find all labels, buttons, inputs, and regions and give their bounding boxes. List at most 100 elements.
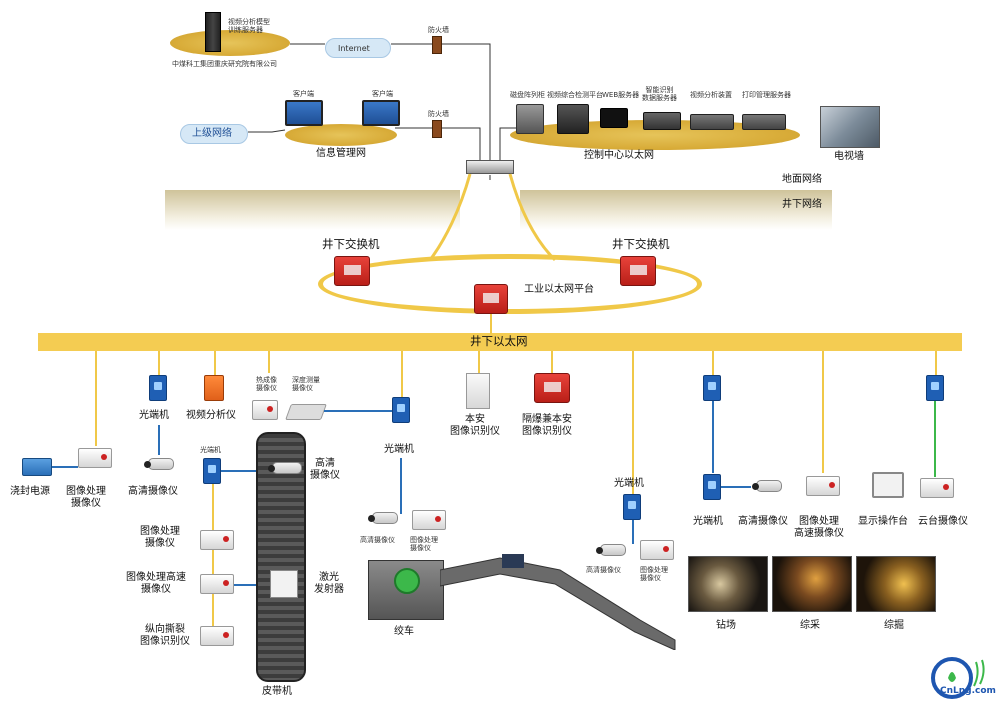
- belt-label: 皮带机: [262, 686, 292, 697]
- drill-site-image: [688, 556, 768, 612]
- bus-drop: [551, 351, 553, 373]
- firewall-icon: [432, 120, 442, 138]
- img-proc-hs2-label: 图像处理 高速摄像仪: [794, 516, 844, 539]
- ground-network-band: [165, 190, 460, 230]
- depth-label: 深度测量 摄像仪: [292, 376, 320, 393]
- power-label: 浇封电源: [10, 486, 50, 497]
- safe-recognizer-label: 本安 图像识别仪: [450, 414, 500, 437]
- blue-link: [632, 520, 634, 544]
- optic3-label: 光端机: [614, 478, 644, 489]
- mining-site-image: [772, 556, 852, 612]
- ring-to-bus-link: [490, 314, 492, 334]
- green-link: [934, 401, 936, 477]
- switch-right-icon: [620, 256, 656, 286]
- internet-cloud-icon: [325, 38, 391, 58]
- hd-camera-icon: [144, 458, 174, 470]
- server-label: 视频分析装置: [690, 91, 732, 99]
- bus-drop: [822, 351, 824, 473]
- video-analyzer-icon: [204, 375, 224, 401]
- bus-drop: [632, 351, 634, 495]
- optical-transceiver-icon: [926, 375, 944, 401]
- bus-drop: [401, 351, 403, 397]
- hd-cam3-label: 高清摄像仪: [360, 536, 395, 544]
- client-label-1: 客户端: [293, 90, 314, 98]
- tv-wall-label: 电视墙: [834, 151, 864, 162]
- hd-cam1-label: 高清摄像仪: [128, 486, 178, 497]
- tear-recognizer-label: 纵向撕裂 图像识别仪: [140, 624, 190, 647]
- firewall-label-1: 防火墙: [428, 26, 449, 34]
- monitor-icon: [285, 100, 323, 126]
- optical-transceiver-icon: [203, 458, 221, 484]
- optical-transceiver-icon: [149, 375, 167, 401]
- logo-text: CnLng.com: [940, 686, 996, 696]
- info-network-ellipse: [285, 124, 397, 146]
- client-label-2: 客户端: [372, 90, 393, 98]
- optical-transceiver-icon: [703, 474, 721, 500]
- switch-right-label: 井下交换机: [612, 237, 670, 251]
- info-network-label: 信息管理网: [316, 148, 366, 159]
- monitor-icon: [362, 100, 400, 126]
- bus-drop: [158, 351, 160, 375]
- ring-network: [318, 254, 702, 314]
- blue-link: [52, 466, 78, 468]
- hd-camera-icon: [596, 544, 626, 556]
- winch-drum-icon: [394, 568, 420, 594]
- image-processing-camera-icon: [78, 448, 112, 468]
- analysis-server-label: 视频分析模型 训练服务器: [228, 18, 270, 35]
- image-processing-camera-icon: [200, 530, 234, 550]
- bus-label: 井下以太网: [470, 334, 528, 348]
- upper-network-label: 上级网络: [192, 128, 232, 139]
- web-server-icon: [600, 108, 628, 128]
- site-mining-label: 综采: [800, 620, 820, 631]
- print-server-icon: [742, 114, 786, 130]
- bus-drop: [478, 351, 480, 373]
- safe-recognizer-icon: [466, 373, 490, 409]
- explosion-recognizer-label: 隔爆兼本安 图像识别仪: [522, 414, 572, 437]
- explosion-proof-recognizer-icon: [534, 373, 570, 403]
- underground-network-band: [520, 190, 832, 230]
- thermal-label: 热成像 摄像仪: [256, 376, 277, 393]
- optical-transceiver-icon: [623, 494, 641, 520]
- bus-drop: [712, 351, 714, 375]
- bus-drop: [95, 351, 97, 446]
- optic2-label: 光端机: [384, 444, 414, 455]
- underground-network-label: 井下网络: [782, 199, 822, 210]
- display-label: 显示操作台: [858, 516, 908, 527]
- thermal-camera-icon: [252, 400, 278, 420]
- platform-switch-icon: [474, 284, 508, 314]
- firewall-label-2: 防火墙: [428, 110, 449, 118]
- ptz-camera-icon: [920, 478, 954, 498]
- blue-link: [400, 458, 402, 514]
- disk-array-icon: [516, 104, 544, 134]
- high-speed-camera-icon: [806, 476, 840, 496]
- optical-transceiver-icon: [703, 375, 721, 401]
- optic4-label: 光端机: [200, 446, 221, 454]
- blue-link: [158, 425, 160, 455]
- image-processing-camera-icon: [412, 510, 446, 530]
- video-analyzer-label: 视频分析仪: [186, 410, 236, 421]
- cnlng-logo-mark: [931, 657, 985, 699]
- server-label: 视频综合检测平台: [547, 91, 603, 99]
- incline-track: [440, 554, 676, 650]
- optical-transceiver-icon: [392, 397, 410, 423]
- server-label: 智能识别 数据服务器: [642, 86, 677, 103]
- device-chain-link: [212, 484, 214, 634]
- hd-camera-icon: [752, 480, 782, 492]
- bus-drop: [935, 351, 937, 375]
- laser-label: 激光 发射器: [314, 572, 344, 595]
- platform-label: 工业以太网平台: [524, 284, 594, 295]
- core-switch-icon: [466, 160, 514, 174]
- server-label: 打印管理服务器: [742, 91, 791, 99]
- optic6-label: 光端机: [693, 516, 723, 527]
- site-tunnel-label: 综掘: [884, 620, 904, 631]
- depth-camera-icon: [285, 404, 327, 420]
- img-proc1-label: 图像处理 摄像仪: [66, 486, 106, 509]
- hd-camera-icon: [368, 512, 398, 524]
- img-proc-hs1-label: 图像处理高速 摄像仪: [126, 572, 186, 595]
- blue-link: [221, 470, 269, 472]
- institute-label: 中煤科工集团重庆研究院有限公司: [172, 60, 277, 68]
- tunnel-site-image: [856, 556, 936, 612]
- underground-ethernet-bus: [38, 333, 962, 351]
- server-platform-ellipse: [170, 30, 290, 56]
